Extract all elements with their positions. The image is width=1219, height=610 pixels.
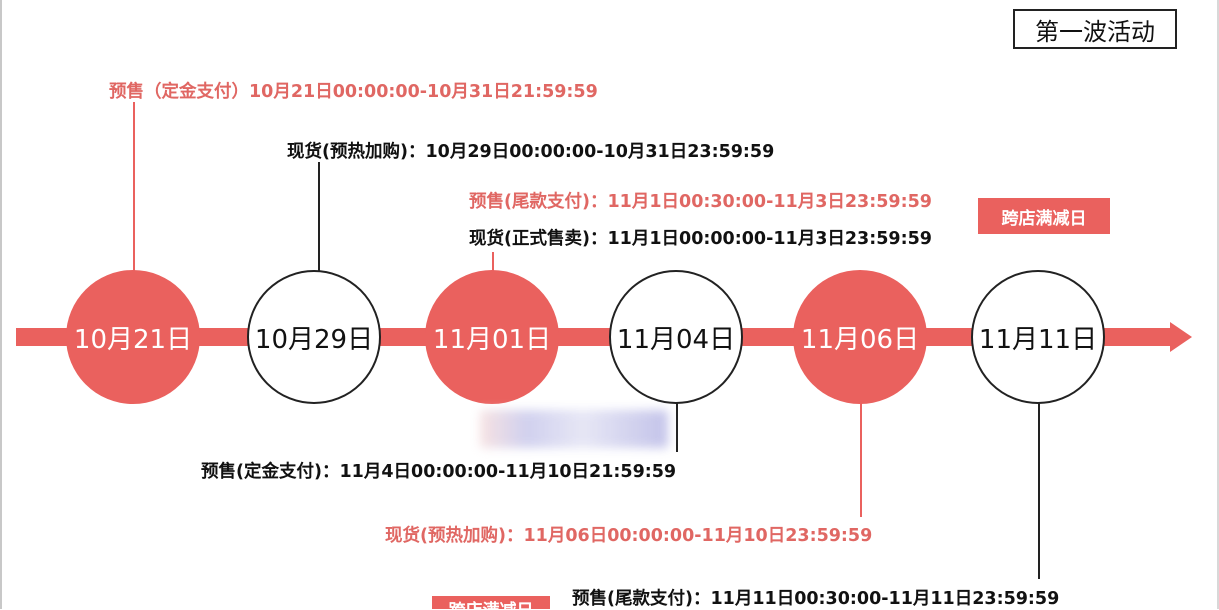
label-presale-balance-1111: 预售(尾款支付)：11月11日00:30:00-11月11日23:59:59 xyxy=(572,589,1060,609)
label-spot-warmup-1029: 现货(预热加购)：10月29日00:00:00-10月31日23:59:59 xyxy=(287,142,775,162)
date-node-1029: 10月29日 xyxy=(247,270,381,404)
cross-store-discount-badge-2: 跨店满减日 xyxy=(432,596,550,609)
connector-1104 xyxy=(676,402,678,452)
page-border-right xyxy=(1217,0,1219,609)
connector-1106 xyxy=(860,402,862,517)
timeline-arrow-icon xyxy=(1170,322,1192,352)
connector-1029 xyxy=(318,162,320,272)
date-node-1021: 10月21日 xyxy=(66,270,200,404)
label-spot-warmup-1106: 现货(预热加购)：11月06日00:00:00-11月10日23:59:59 xyxy=(385,526,873,546)
date-node-1111: 11月11日 xyxy=(971,270,1105,404)
label-presale-deposit-1021: 预售（定金支付）10月21日00:00:00-10月31日21:59:59 xyxy=(109,82,598,102)
label-spot-formal-1101: 现货(正式售卖)：11月1日00:00:00-11月3日23:59:59 xyxy=(469,229,932,249)
label-presale-balance-1101: 预售(尾款支付)：11月1日00:30:00-11月3日23:59:59 xyxy=(469,192,932,212)
date-node-1104: 11月04日 xyxy=(609,270,743,404)
cross-store-discount-badge: 跨店满减日 xyxy=(978,198,1110,234)
redacted-watermark xyxy=(480,410,668,448)
connector-1111 xyxy=(1038,402,1040,579)
date-node-1106: 11月06日 xyxy=(793,270,927,404)
page-title: 第一波活动 xyxy=(1013,9,1177,49)
connector-1021 xyxy=(133,102,135,272)
date-node-1101: 11月01日 xyxy=(425,270,559,404)
page-border-left xyxy=(0,0,2,609)
label-presale-deposit-1104: 预售(定金支付)：11月4日00:00:00-11月10日21:59:59 xyxy=(201,462,677,482)
connector-1101 xyxy=(492,252,494,272)
